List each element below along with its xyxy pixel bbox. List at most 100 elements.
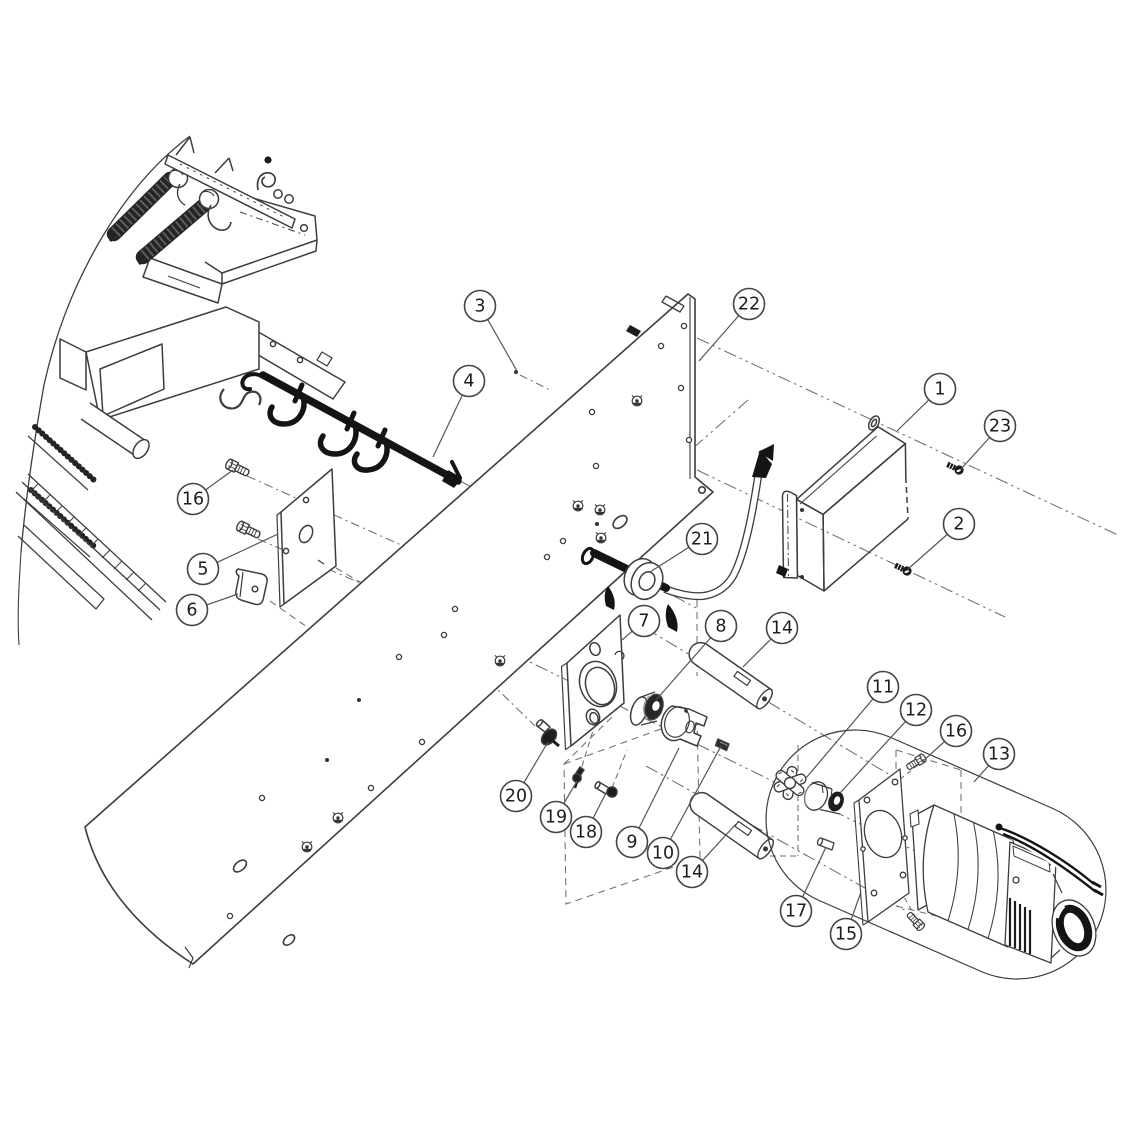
callout-20-21: 20 (499, 741, 549, 813)
callout-circle-8 (704, 609, 738, 643)
callout-number-23: 23 (989, 417, 1011, 437)
spider-11 (773, 765, 807, 801)
callout-leader-4 (432, 394, 463, 458)
callout-leader-18 (592, 792, 607, 819)
callout-number-22: 22 (738, 295, 760, 315)
main-panel (84, 293, 714, 969)
callout-leader-1 (896, 399, 930, 432)
callout-5-4: 5 (186, 533, 279, 586)
callout-number-18: 18 (575, 823, 597, 843)
callout-leader-22 (698, 315, 740, 362)
callout-17-18: 17 (779, 846, 827, 928)
callout-circle-21 (685, 522, 719, 556)
callout-11-10: 11 (805, 670, 900, 779)
callout-circle-4 (452, 364, 486, 398)
cylinder-rod (80, 402, 150, 460)
callout-circle-15 (829, 917, 863, 951)
plate-5-group (223, 457, 337, 608)
callout-number-12: 12 (905, 701, 927, 721)
callout-number-10: 10 (652, 844, 674, 864)
motor-capsule (765, 729, 1107, 980)
screw-2 (892, 560, 914, 578)
callout-number-21: 21 (691, 530, 713, 550)
callout-leader-20 (523, 741, 549, 783)
callout-16-16: 16 (176, 469, 234, 516)
callout-number-7: 7 (638, 612, 649, 632)
callout-circle-13 (982, 737, 1016, 771)
callout-number-17: 17 (785, 902, 807, 922)
screw-20 (535, 719, 560, 748)
callout-circle-16 (939, 714, 973, 748)
callout-18-19: 18 (569, 792, 607, 849)
callout-number-8: 8 (715, 617, 726, 637)
callout-circle-3 (463, 289, 497, 323)
callout-leader-10 (669, 745, 722, 840)
callout-leader-11 (805, 698, 874, 779)
callout-leader-21 (649, 546, 690, 573)
callout-circle-5 (186, 552, 220, 586)
cover-box (776, 415, 909, 592)
hub-12 (803, 781, 844, 815)
coupling-9 (660, 705, 708, 747)
callout-circle-1 (923, 372, 957, 406)
callout-number-14: 14 (681, 863, 703, 883)
callout-leader-13 (973, 765, 990, 783)
callout-circle-11 (866, 670, 900, 704)
callout-circle-22 (732, 287, 766, 321)
callout-circle-7 (627, 604, 661, 638)
callout-leader-5 (216, 533, 279, 563)
left-machine-assembly (15, 135, 346, 646)
callout-circle-10 (646, 836, 680, 870)
spacer-14-lower (684, 787, 777, 862)
callout-number-15: 15 (835, 925, 857, 945)
callout-number-5: 5 (197, 560, 208, 580)
lower-rails (15, 473, 167, 621)
key-10 (714, 738, 730, 752)
callout-leader-3 (487, 319, 518, 372)
callout-15-15: 15 (829, 891, 863, 951)
callout-number-3: 3 (474, 297, 485, 317)
callout-circle-20 (499, 779, 533, 813)
callout-circle-19 (539, 800, 573, 834)
motor-13 (909, 804, 1104, 964)
chain-strips (23, 424, 99, 558)
callout-number-20: 20 (505, 787, 527, 807)
callout-circle-14 (765, 611, 799, 645)
callout-circle-12 (899, 693, 933, 727)
callout-number-11: 11 (872, 678, 894, 698)
hub-8 (629, 691, 664, 726)
callout-number-13: 13 (988, 745, 1010, 765)
pin-17 (816, 837, 835, 851)
callout-leader-14 (702, 823, 737, 861)
callout-leader-14 (742, 638, 772, 668)
callout-leader-12 (839, 721, 906, 794)
plate-15 (853, 768, 910, 926)
callout-7-6: 7 (621, 604, 661, 641)
callout-circle-14 (675, 855, 709, 889)
callout-leader-16 (921, 740, 945, 763)
callout-number-2: 2 (953, 515, 964, 535)
callout-1: 1 (896, 372, 957, 432)
callout-21-22: 21 (649, 522, 719, 573)
callout-number-6: 6 (186, 601, 197, 621)
callout-circle-23 (983, 409, 1017, 443)
callout-number-14: 14 (771, 619, 793, 639)
callout-14-13: 14 (742, 611, 799, 668)
callout-12-11: 12 (839, 693, 933, 794)
callout-leader-8 (655, 637, 712, 701)
callout-leader-9 (638, 747, 680, 829)
callout-9-8: 9 (615, 747, 680, 859)
callout-number-4: 4 (463, 372, 474, 392)
springs (106, 170, 218, 266)
callout-14-14: 14 (675, 823, 737, 889)
callout-circle-9 (615, 825, 649, 859)
callout-leader-15 (850, 891, 862, 920)
callout-circle-18 (569, 815, 603, 849)
callout-leader-16 (205, 469, 234, 491)
callout-number-9: 9 (626, 833, 637, 853)
callout-10-9: 10 (646, 745, 722, 870)
callout-leader-7 (621, 630, 633, 641)
